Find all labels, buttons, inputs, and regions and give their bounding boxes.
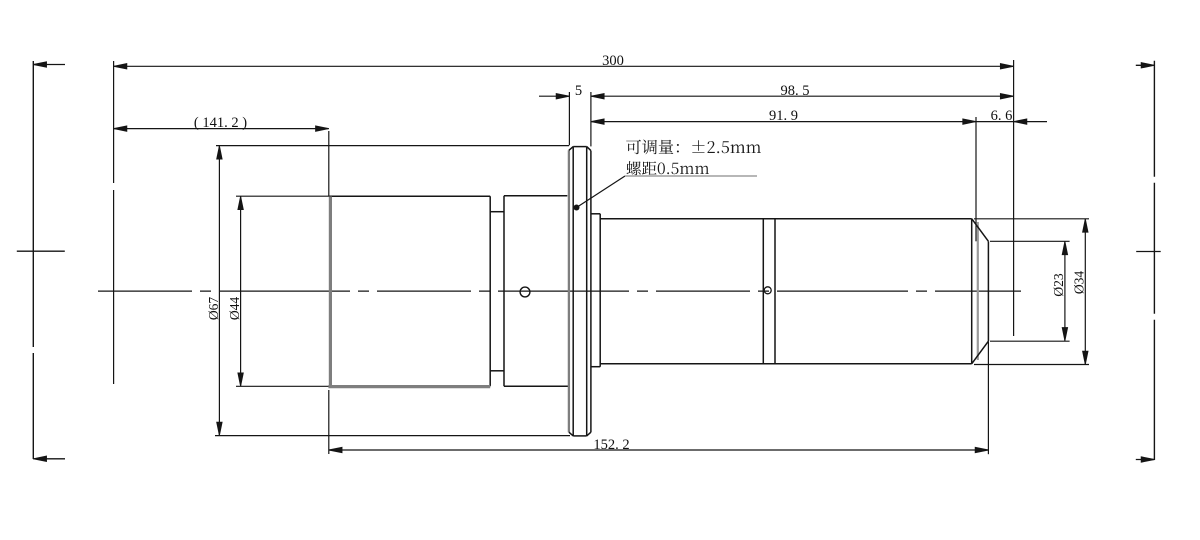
svg-text:Ø44: Ø44	[227, 297, 242, 320]
svg-text:Ø67: Ø67	[206, 297, 221, 320]
svg-text:91. 9: 91. 9	[769, 108, 798, 124]
svg-text:152. 2: 152. 2	[593, 437, 629, 453]
svg-text:6. 6: 6. 6	[991, 108, 1013, 124]
svg-text:( 141. 2 ): ( 141. 2 )	[194, 115, 247, 131]
svg-text:300: 300	[602, 53, 624, 69]
svg-text:98. 5: 98. 5	[781, 83, 810, 99]
svg-text:5: 5	[575, 83, 582, 99]
svg-text:Ø23: Ø23	[1051, 273, 1066, 296]
svg-text:Ø34: Ø34	[1071, 271, 1086, 294]
